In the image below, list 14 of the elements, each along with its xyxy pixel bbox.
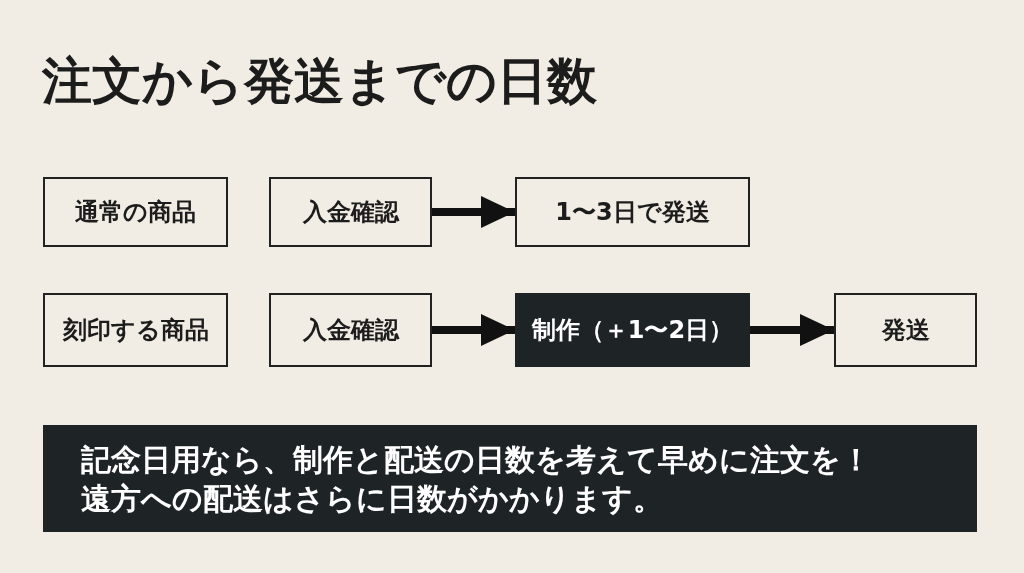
process-box: 入金確認 <box>269 177 432 247</box>
process-box: 発送 <box>834 293 977 367</box>
label-box: 刻印する商品 <box>43 293 228 367</box>
note-text: 遠方への配送はさらに日数がかかります。 <box>81 479 663 518</box>
process-box: 1〜3日で発送 <box>515 177 750 247</box>
arrow <box>750 314 834 346</box>
arrow <box>432 314 515 346</box>
process-box: 制作（＋1〜2日） <box>515 293 750 367</box>
note-text: 記念日用なら、制作と配送の日数を考えて早めに注文を！ <box>81 440 871 479</box>
arrow <box>432 196 515 228</box>
note-panel <box>43 425 977 532</box>
process-box: 入金確認 <box>269 293 432 367</box>
label-box: 通常の商品 <box>43 177 228 247</box>
title: 注文から発送までの日数 <box>42 51 597 112</box>
